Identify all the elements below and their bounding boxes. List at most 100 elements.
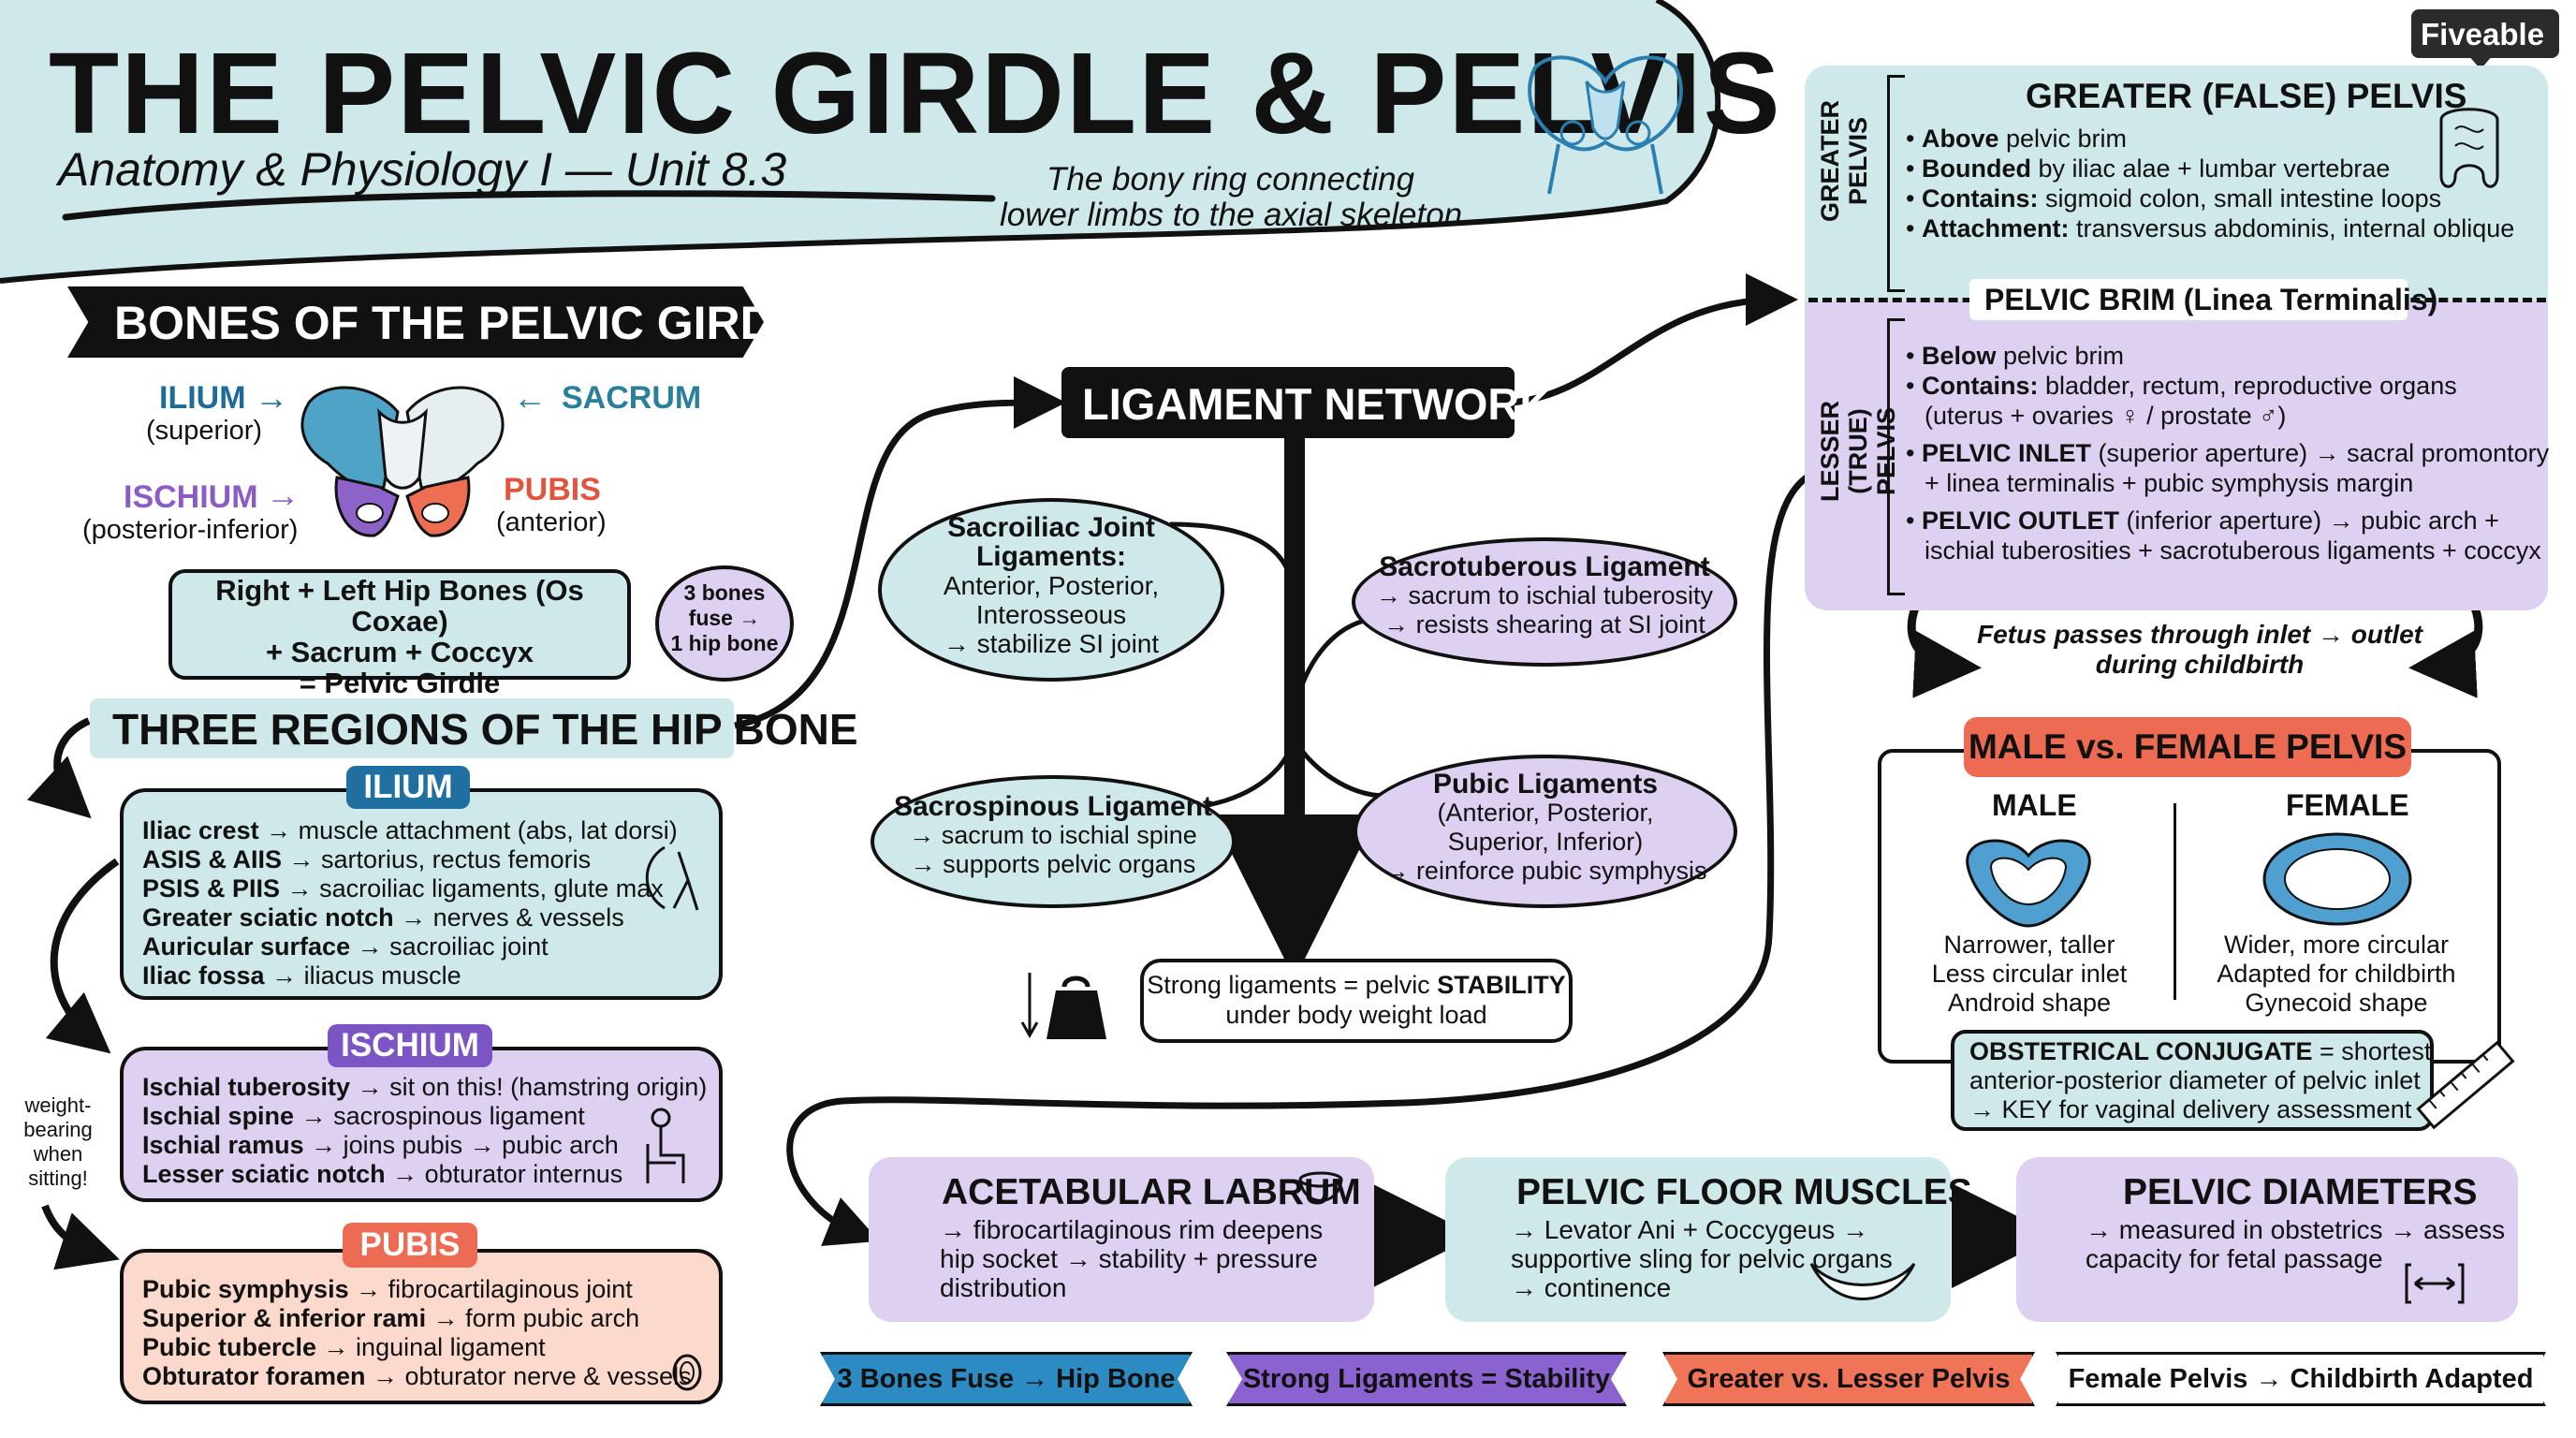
conjugate-text: OBSTETRICAL CONJUGATE = shortest anterio… <box>1969 1037 2431 1124</box>
stability-note: Strong ligaments = pelvic STABILITY unde… <box>1140 970 1573 1030</box>
arrow-fetus-left <box>1907 596 1982 698</box>
sacroiliac-text: Sacroiliac Joint Ligaments: Anterior, Po… <box>878 513 1224 658</box>
label-ilium-position: (superior) <box>146 416 263 446</box>
cup-icon <box>1298 1171 1343 1202</box>
girdle-formula-box <box>168 569 631 680</box>
pelvic-diameters-card <box>2016 1157 2518 1322</box>
arrow-ilium-to-ischium <box>45 858 120 1054</box>
pelvic-floor-line: → Levator Ani + Coccygeus → <box>1511 1215 1869 1244</box>
lesser-item-cont: (uterus + ovaries ♀ / prostate ♂) <box>1925 402 2287 430</box>
bones-heading-ribbon <box>67 286 764 358</box>
pubic-title: Pubic Ligaments <box>1432 769 1659 800</box>
sacroiliac-line: Interosseous <box>975 600 1127 629</box>
pubic-line: → reinforce pubic symphysis <box>1383 857 1707 885</box>
ilium-item: Iliac fossa → iliacus muscle <box>142 961 461 990</box>
weight-note: weight- bearing when sitting! <box>13 1093 103 1191</box>
ischium-tag: ISCHIUM <box>328 1024 492 1067</box>
branch-sacroiliac <box>1169 521 1297 600</box>
female-desc: Wider, more circular Adapted for childbi… <box>2205 931 2467 1018</box>
label-pubis: PUBIS <box>504 472 601 507</box>
lesser-item: • Contains: bladder, rectum, reproductiv… <box>1906 372 2457 400</box>
greater-pelvis-list: • Above pelvic brim • Bounded by iliac a… <box>1906 124 2514 243</box>
lesser-pelvis-list: • Below pelvic brim • Contains: bladder,… <box>1906 341 2549 565</box>
weight-note-line: sitting! <box>28 1167 88 1190</box>
branch-sacrospinous <box>1207 729 1297 808</box>
sacrospinous-text: Sacrospinous Ligament → sacrum to ischia… <box>871 792 1236 879</box>
pubis-list: Pubic symphysis → fibrocartilaginous joi… <box>142 1275 692 1391</box>
lesser-side-line: PELVIS <box>1872 406 1900 496</box>
lesser-pelvis-card <box>1805 301 2548 610</box>
conjugate-line: OBSTETRICAL CONJUGATE = shortest <box>1969 1037 2432 1065</box>
brand-name: Fiveable <box>2421 17 2545 51</box>
weight-icon <box>1020 973 1106 1039</box>
ruler-icon <box>2416 1040 2515 1130</box>
banner-female-pelvis: Female Pelvis → Childbirth Adapted <box>2056 1352 2546 1406</box>
ischium-item: Ischial tuberosity → sit on this! (hamst… <box>142 1073 708 1101</box>
ischium-item: Ischial spine → sacrospinous ligament <box>142 1102 585 1130</box>
sacrotuberous-text: Sacrotuberous Ligament → sacrum to ischi… <box>1352 552 1737 639</box>
female-desc-line: Adapted for childbirth <box>2217 960 2456 988</box>
label-sacrum: SACRUM <box>562 380 702 416</box>
female-desc-line: Wider, more circular <box>2223 931 2450 959</box>
ischium-list: Ischial tuberosity → sit on this! (hamst… <box>142 1073 707 1189</box>
fuse-note-line: 1 hip bone <box>670 631 779 655</box>
acetabular-line: hip socket → stability + pressure <box>940 1244 1318 1273</box>
arrow-to-ligaments <box>734 376 1066 729</box>
pelvic-girdle-illustration <box>300 386 505 537</box>
lesser-item-cont: + linea terminalis + pubic symphysis mar… <box>1925 469 2414 497</box>
sacrotuberous-line: → sacrum to ischial tuberosity <box>1375 581 1714 609</box>
arrow-regions-down <box>26 717 92 819</box>
sacrospinous-bubble <box>871 775 1236 908</box>
sex-compare-heading: MALE vs. FEMALE PELVIS <box>1964 717 2411 777</box>
greater-pelvis-card <box>1805 66 2548 301</box>
lesser-item-cont: ischial tuberosities + sacrotuberous lig… <box>1925 536 2541 565</box>
lesser-item: • PELVIC INLET (superior aperture) → sac… <box>1906 439 2550 467</box>
female-pelvis-shape <box>2262 832 2412 926</box>
ilium-item: ASIS & AIIS → sartorius, rectus femoris <box>142 845 592 873</box>
header-underline <box>62 190 996 221</box>
regions-heading: THREE REGIONS OF THE HIP BONE <box>112 705 858 754</box>
pubic-text: Pubic Ligaments (Anterior, Posterior, Su… <box>1354 770 1737 886</box>
formula-line: Right + Left Hip Bones (Os Coxae) <box>215 574 584 638</box>
pubis-item: Obturator foramen → obturator nerve & ve… <box>142 1362 692 1390</box>
pelvic-floor-line: → continence <box>1511 1273 1672 1302</box>
stability-line: Strong ligaments = pelvic STABILITY <box>1147 971 1566 999</box>
banner-greater-lesser: Greater vs. Lesser Pelvis <box>1662 1352 2035 1406</box>
branch-pubic <box>1292 738 1386 799</box>
label-ischium: ISCHIUM <box>124 479 258 515</box>
ischium-item: Ischial ramus → joins pubis → pubic arch <box>142 1131 619 1159</box>
male-desc-line: Less circular inlet <box>1931 960 2128 988</box>
ilium-list: Iliac crest → muscle attachment (abs, la… <box>142 816 678 990</box>
sling-icon <box>1809 1263 1916 1300</box>
greater-item: • Attachment: transversus abdominis, int… <box>1906 214 2515 242</box>
arrow-to-greater-pelvis <box>1511 273 1798 406</box>
ischium-item: Lesser sciatic notch → obturator internu… <box>142 1160 623 1188</box>
bones-heading: BONES OF THE PELVIC GIRDLE <box>114 297 834 349</box>
pelvic-floor-line: supportive sling for pelvic organs <box>1511 1244 1893 1273</box>
pubis-tag: PUBIS <box>343 1223 477 1268</box>
sacrotuberous-line: → resists shearing at SI joint <box>1383 610 1705 638</box>
male-desc: Narrower, taller Less circular inlet And… <box>1908 931 2151 1018</box>
fuse-note-line: 3 bones <box>683 580 766 605</box>
stability-line: under body weight load <box>1225 1001 1487 1029</box>
acetabular-card <box>869 1157 1374 1322</box>
lesser-side-line: LESSER (TRUE) <box>1816 400 1872 503</box>
sacrospinous-title: Sacrospinous Ligament <box>893 791 1213 822</box>
ilium-item: Auricular surface → sacroiliac joint <box>142 932 549 961</box>
fetus-note-line: during childbirth <box>2095 650 2305 679</box>
pelvic-diameters-line: capacity for fetal passage <box>2086 1244 2383 1273</box>
sacroiliac-bubble <box>878 498 1224 682</box>
header-wave-border <box>0 0 1721 284</box>
weight-note-line: bearing <box>23 1118 93 1141</box>
acetabular-line: → fibrocartilaginous rim deepens <box>940 1215 1324 1244</box>
conjugate-box <box>1951 1030 2434 1131</box>
page-title: THE PELVIC GIRDLE & PELVIS <box>49 30 1782 158</box>
greater-item: • Contains: sigmoid colon, small intesti… <box>1906 184 2442 213</box>
acetabular-line: distribution <box>940 1273 1067 1302</box>
ligament-heading-box <box>1061 367 1515 438</box>
female-desc-line: Gynecoid shape <box>2245 989 2428 1017</box>
caliper-icon <box>2405 1263 2465 1304</box>
male-label: MALE <box>1992 788 2077 822</box>
pelvic-floor-text: → Levator Ani + Coccygeus → supportive s… <box>1511 1215 1893 1302</box>
